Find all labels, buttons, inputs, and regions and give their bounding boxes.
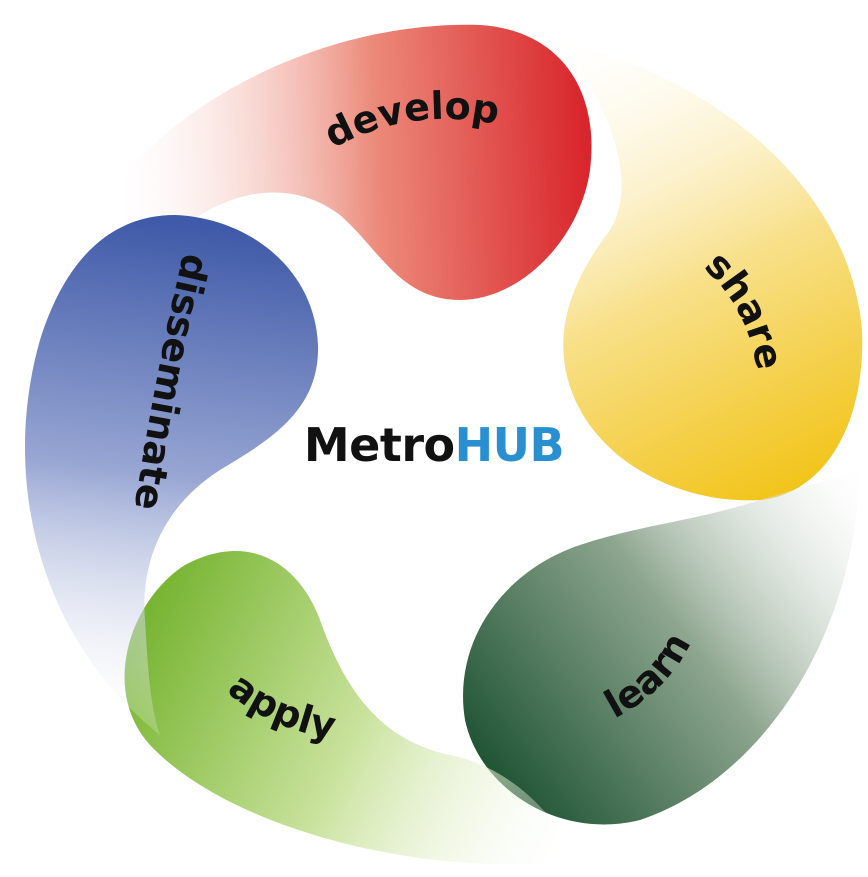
- brand-hub: HUB: [454, 418, 565, 472]
- petal-share: [560, 40, 863, 501]
- petal-develop: [75, 24, 592, 300]
- petal-learn: [463, 470, 860, 825]
- petal-disseminate: [25, 215, 319, 735]
- petal-apply: [124, 550, 580, 865]
- brand-metro: Metro: [303, 418, 455, 472]
- center-brand-title: MetroHUB: [0, 415, 868, 475]
